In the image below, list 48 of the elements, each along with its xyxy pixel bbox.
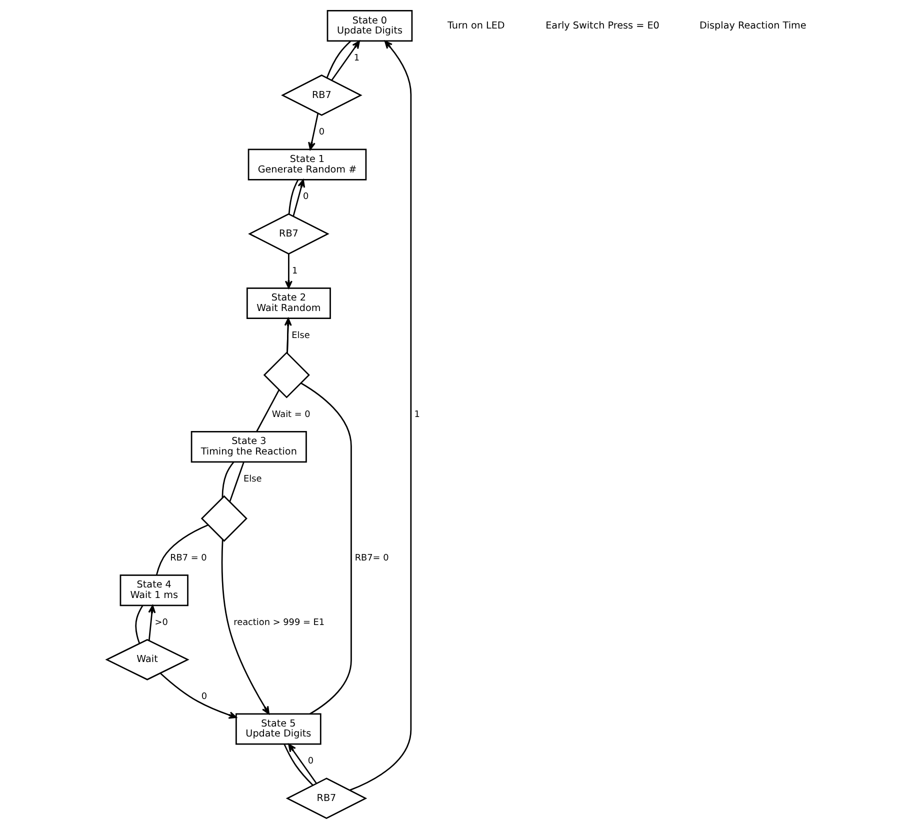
node-box: State 0 Update Digits [326, 10, 413, 42]
connector [288, 179, 299, 214]
connector [284, 744, 314, 786]
node-diamond: RB7 [281, 74, 362, 116]
edge-label: Else [292, 330, 310, 341]
arrow [292, 179, 306, 216]
connector [135, 605, 144, 644]
node-box: State 5 Update Digits [236, 713, 322, 745]
edge-label: 0 [308, 756, 314, 767]
label: Display Reaction Time [699, 20, 806, 32]
connector [222, 461, 234, 498]
edge-label: 1 [414, 410, 420, 420]
connector [229, 462, 244, 502]
node-diamond: RB7 [286, 778, 368, 820]
arrow [350, 40, 412, 791]
node-box: State 2 Wait Random [246, 287, 331, 320]
connector [326, 40, 352, 78]
arrow [148, 605, 156, 641]
edge-label: 0 [318, 128, 325, 138]
edge-label: RB7= 0 [354, 553, 389, 564]
arrow [331, 40, 360, 81]
edge-label: 1 [354, 53, 360, 64]
edge-label: 1 [292, 266, 298, 276]
edge-label: >0 [154, 618, 168, 628]
node-diamond: Wait [105, 638, 190, 680]
label: Turn on LED [448, 20, 505, 32]
arrow [308, 113, 319, 150]
arrow [284, 254, 292, 289]
node-box: State 4 Wait 1 ms [120, 574, 188, 606]
edge-label: Wait = 0 [272, 410, 310, 420]
arrow [288, 744, 317, 784]
node-box: State 3 Timing the Reaction [190, 430, 307, 463]
edge-label: 0 [303, 192, 309, 202]
arrow [221, 539, 270, 714]
node-box: State 1 Generate Random # [248, 148, 367, 180]
arrow [160, 672, 237, 719]
arrow [284, 318, 292, 354]
node-diamond [263, 352, 310, 398]
node-diamond [200, 495, 248, 542]
connector [156, 524, 208, 576]
connector [256, 390, 280, 432]
label: Early Switch Press = E0 [546, 20, 660, 32]
edge-label: RB7 = 0 [170, 553, 207, 564]
edge-label: 0 [201, 692, 208, 702]
node-diamond: RB7 [248, 213, 330, 255]
connector [300, 382, 352, 714]
edge-label: reaction > 999 = E1 [234, 618, 325, 628]
edge-label: Else [244, 474, 262, 484]
